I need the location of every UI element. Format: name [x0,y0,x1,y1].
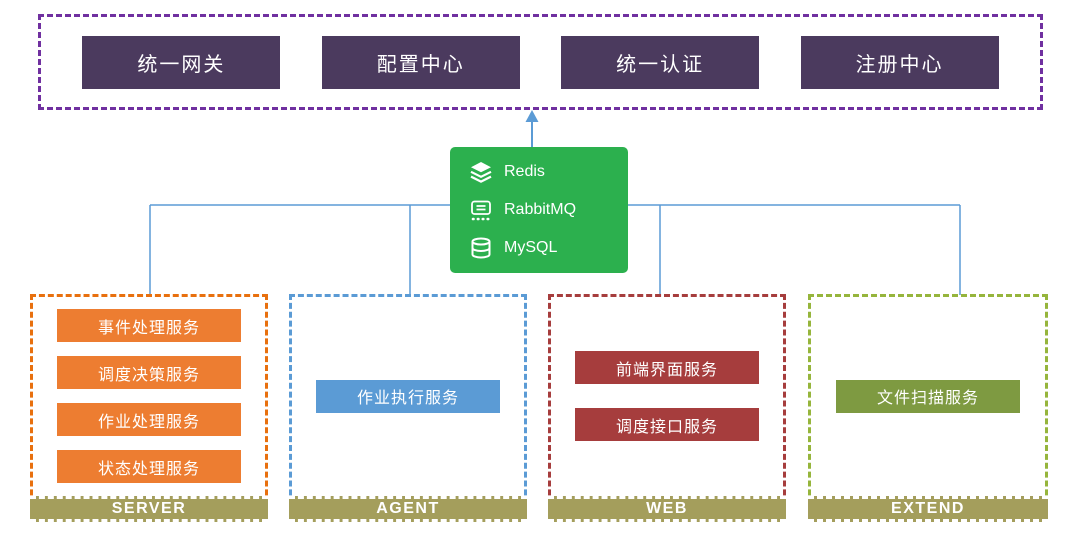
group-agent-label: AGENT [289,496,527,522]
mysql-row: MySQL [468,235,628,261]
registry-center-label: 注册中心 [855,53,944,76]
box-config-center: 配置中心 [321,35,520,89]
group-agent: 作业执行服务 AGENT [289,294,527,522]
service-job-processing: 作业处理服务 [57,403,241,436]
unified-gateway-label: 统一网关 [137,53,226,76]
mysql-label: MySQL [504,239,558,256]
service-file-scan: 文件扫描服务 [836,379,1020,413]
group-server-label: SERVER [30,496,268,522]
middleware-box: Redis RabbitMQ MySQL [450,147,628,273]
box-registry-center: 注册中心 [800,35,999,89]
redis-icon [468,159,494,185]
config-center-label: 配置中心 [376,53,465,76]
service-schedule-decision: 调度决策服务 [57,356,241,389]
rabbitmq-row: RabbitMQ [468,197,628,223]
service-job-execution: 作业执行服务 [316,379,500,413]
service-status-processing: 状态处理服务 [57,450,241,483]
box-unified-auth: 统一认证 [561,35,760,89]
group-web: 前端界面服务 调度接口服务 WEB [548,294,786,522]
service-frontend-ui: 前端界面服务 [575,351,759,384]
redis-label: Redis [504,163,545,180]
box-unified-gateway: 统一网关 [82,35,281,89]
mysql-icon [468,235,494,261]
service-event-processing: 事件处理服务 [57,309,241,342]
redis-row: Redis [468,159,628,185]
group-web-label: WEB [548,496,786,522]
rabbitmq-icon [468,197,494,223]
service-schedule-api: 调度接口服务 [575,408,759,441]
group-extend: 文件扫描服务 EXTEND [808,294,1048,522]
group-server: 事件处理服务 调度决策服务 作业处理服务 状态处理服务 SERVER [30,294,268,522]
up-arrow [525,110,539,148]
rabbitmq-label: RabbitMQ [504,201,577,218]
platform-frame: 统一网关 配置中心 统一认证 注册中心 [38,14,1043,110]
unified-auth-label: 统一认证 [616,53,705,76]
group-extend-label: EXTEND [808,496,1048,522]
